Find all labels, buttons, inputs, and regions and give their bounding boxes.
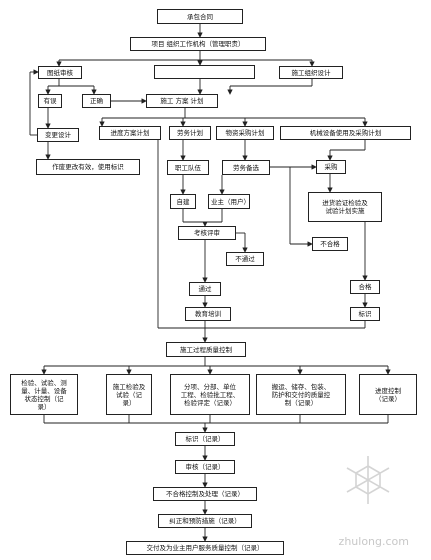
- equipment-plan-box: 机械设备使用及采购计划: [280, 126, 411, 140]
- handling-storage-box: 搬运、储存、包装、 防护和交付的质量控 制（记录）: [256, 374, 346, 415]
- corrective-action-box: 纠正和预防措施（记录）: [158, 514, 252, 528]
- staff-qualification-box: 职工队伍: [167, 160, 209, 175]
- process-quality-control-box: 施工过程质量控制: [166, 342, 246, 357]
- purchase-box: 采购: [316, 160, 346, 174]
- correct-box: 正确: [82, 94, 111, 108]
- schedule-control-box: 进度控制 （记录）: [359, 374, 417, 415]
- qualified-box: 合格: [350, 280, 380, 294]
- inspection-measurement-box: 检验、试验、测 量、计量、设备 状态控制（记 录）: [10, 374, 78, 415]
- has-issue-box: 有误: [38, 94, 62, 108]
- unqualified-box: 不合格: [312, 237, 348, 251]
- failed-box: 不通过: [226, 252, 264, 266]
- construction-plan-box: 施工 方案 计划: [146, 94, 218, 108]
- schedule-plan-box: 进度方案计划: [99, 126, 161, 140]
- inspection-test-box: 进货验证检验及 试验计划实施: [308, 192, 382, 222]
- delivery-service-box: 交付及为业主用户服务质量控制（记录）: [126, 541, 284, 555]
- construction-test-box: 施工检验及 试验（记 录）: [106, 374, 152, 415]
- subproject-acceptance-box: 分项、分部、单位 工程、检验批工程、 检验评定（记录）: [170, 374, 250, 415]
- identification-record-box: 标识（记录）: [175, 432, 235, 446]
- education-training-box: 教育培训: [185, 307, 231, 321]
- labor-plan-box: 劳务计划: [169, 126, 211, 140]
- snowflake-logo-icon: [346, 456, 390, 504]
- assessment-review-box: 考核评审: [178, 226, 236, 240]
- watermark-text: zhulong.com: [338, 535, 409, 548]
- blank-mid-box: [154, 65, 255, 79]
- drawing-review-box: 图纸审核: [38, 66, 82, 79]
- contract-box: 承包合同: [157, 9, 243, 24]
- project-org-box: 项目 组织工作机构（管理职责）: [130, 37, 266, 51]
- review-box: 审核（记录）: [175, 460, 235, 474]
- nonconformity-control-box: 不合格控制及处理（记录）: [153, 487, 257, 501]
- invalid-drawings-box: 作废更改有效，使用标识: [36, 159, 140, 175]
- self-built-box: 自建: [170, 194, 196, 209]
- material-purchase-plan-box: 物资采购计划: [216, 126, 274, 140]
- identification-box: 标识: [350, 307, 380, 321]
- passed-box: 通过: [189, 282, 221, 296]
- owner-box: 业主（用户）: [208, 194, 250, 209]
- labor-prep-box: 劳务备选: [222, 160, 270, 175]
- construction-org-design-box: 施工组织设计: [279, 66, 343, 79]
- change-design-box: 变更设计: [37, 128, 79, 142]
